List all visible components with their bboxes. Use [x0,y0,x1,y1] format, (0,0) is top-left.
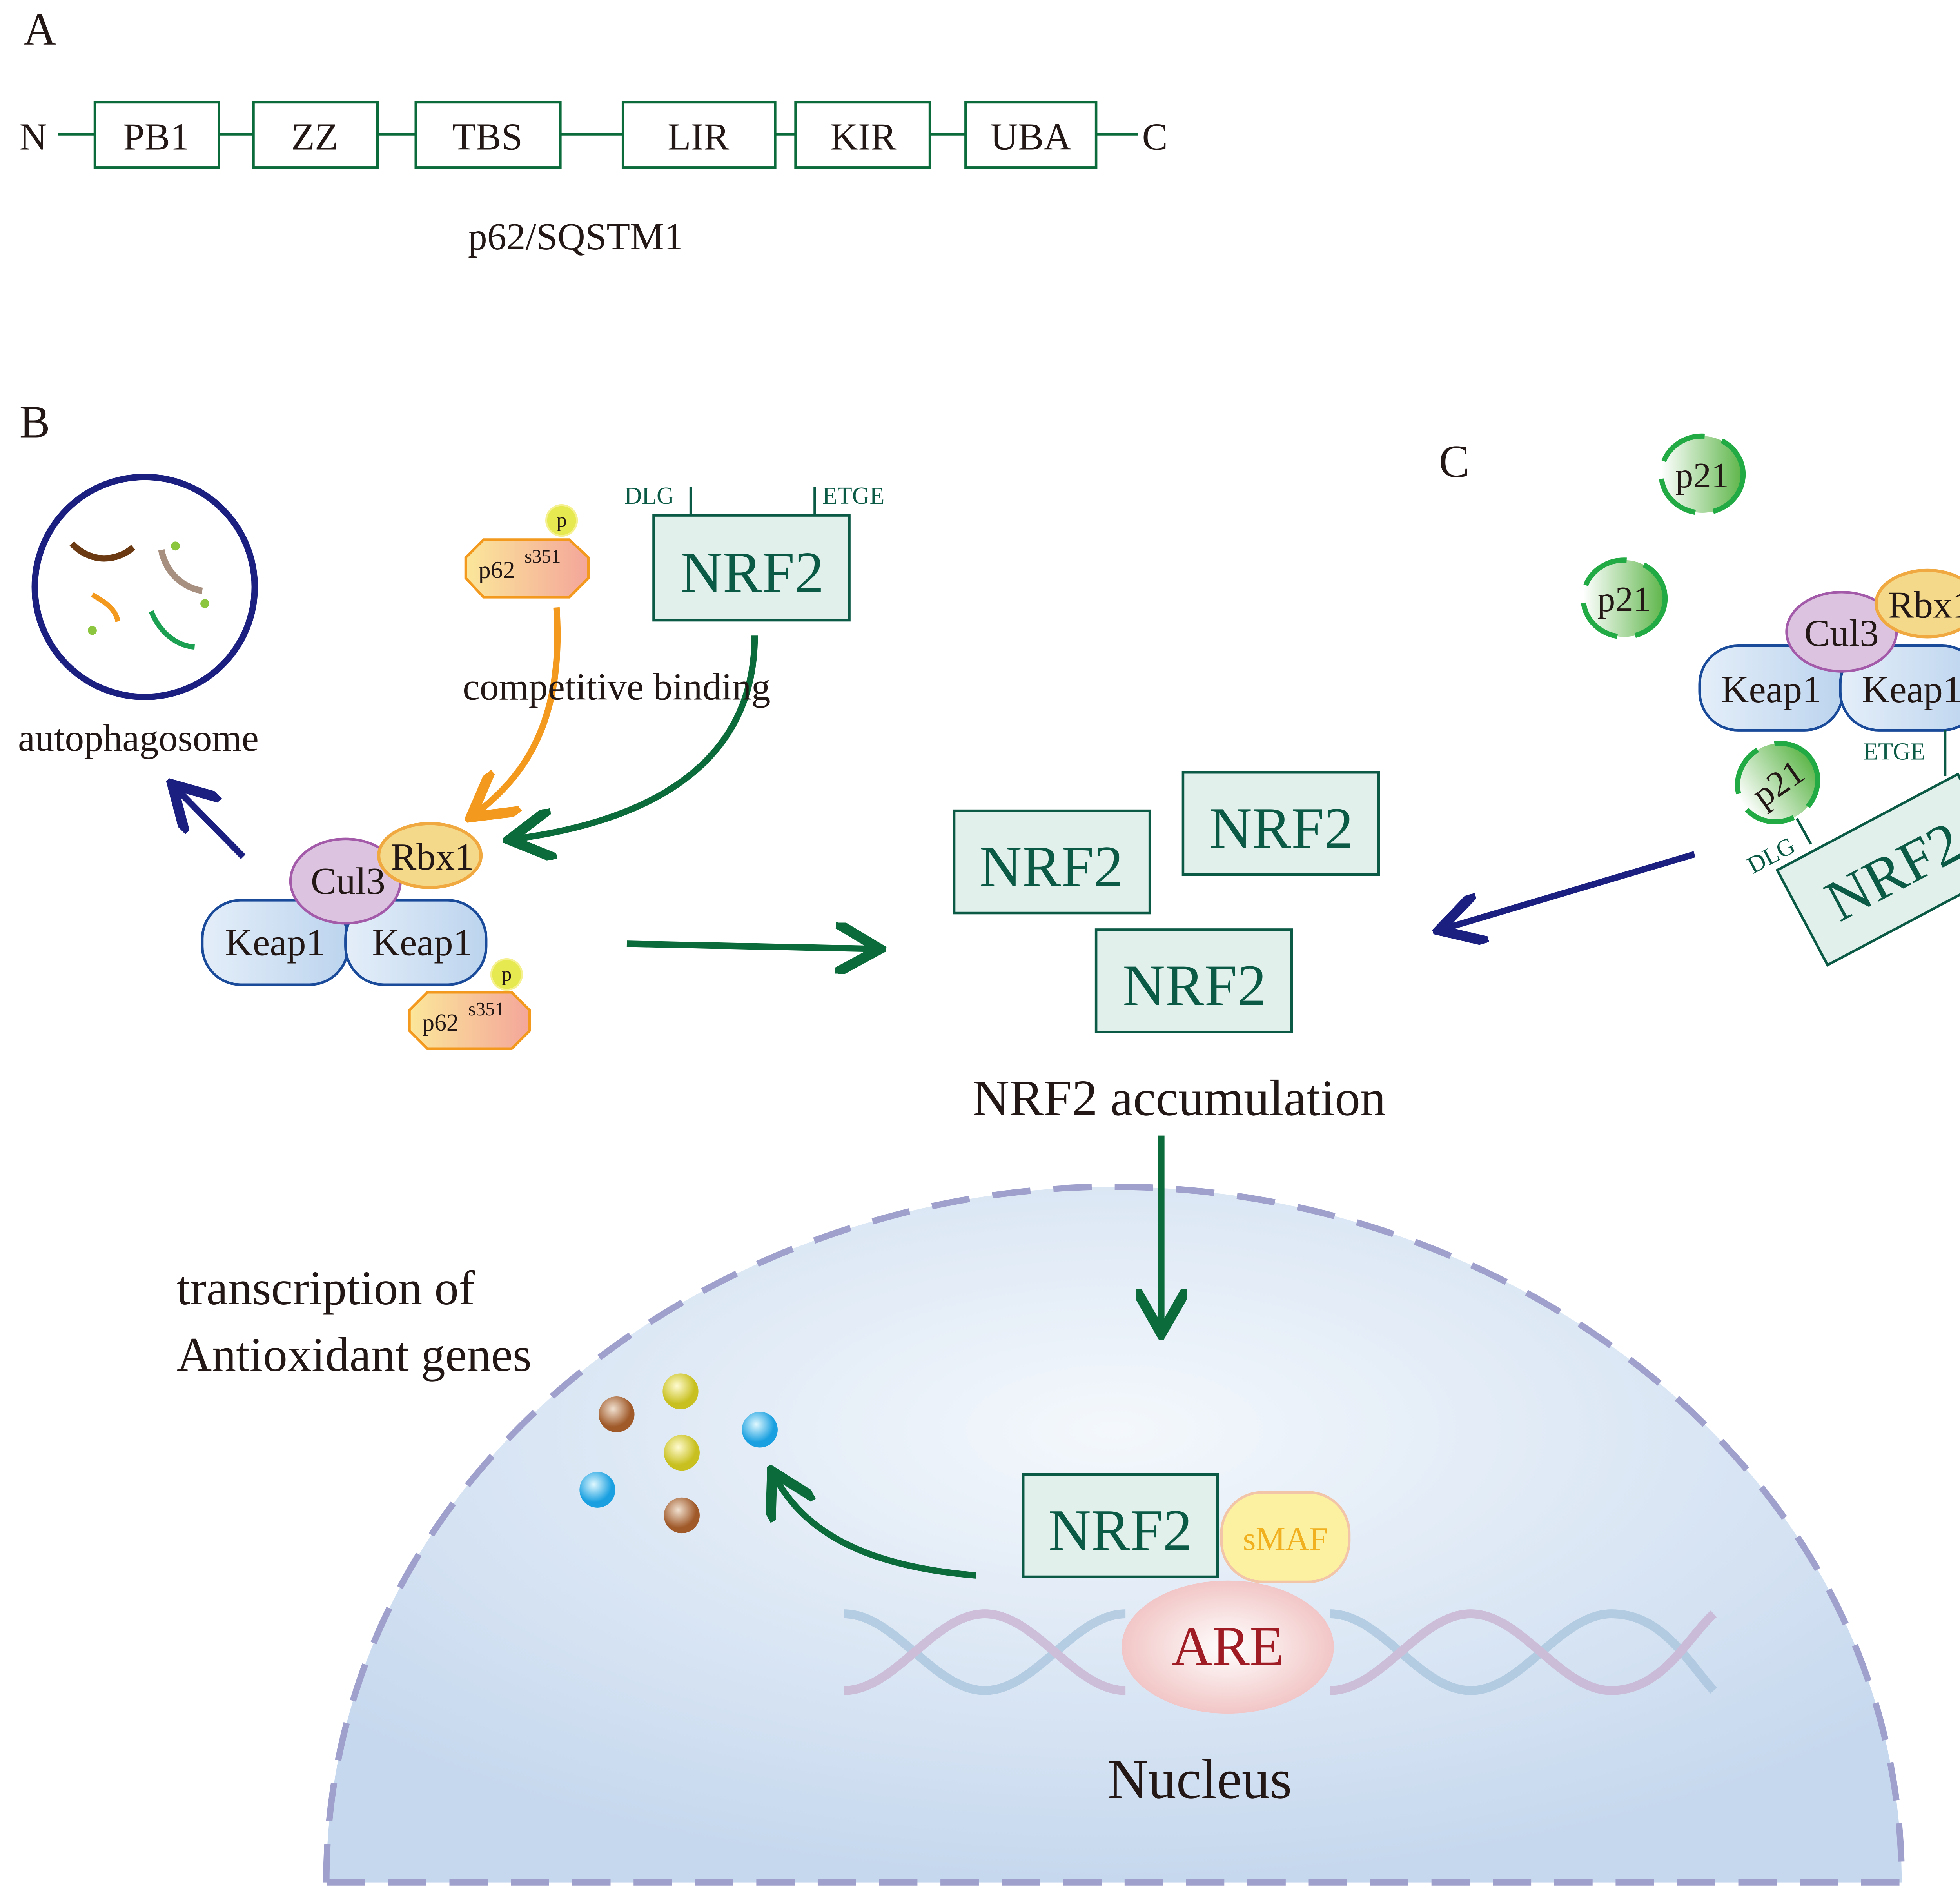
dna-helix [844,1609,1717,1695]
nrf2-binding-arrow [515,635,758,839]
are-label: ARE [1172,1615,1284,1678]
svg-text:NRF2: NRF2 [1210,796,1354,861]
transcription-label-1: transcription of [177,1261,475,1315]
domain-tbs: TBS [414,101,562,169]
svg-text:p21: p21 [1597,579,1651,619]
domain-pb1: PB1 [93,101,220,169]
nuclear-nrf2: NRF2 [1022,1473,1219,1578]
accumulation-label: NRF2 accumulation [973,1070,1386,1126]
svg-text:NRF2: NRF2 [680,540,824,605]
svg-text:Cul3: Cul3 [311,860,385,902]
svg-text:Cul3: Cul3 [1804,612,1879,654]
panel-b-label: B [20,397,50,448]
svg-text:p21: p21 [1675,456,1729,495]
transcription-label-2: Antioxidant genes [177,1328,532,1382]
svg-text:p: p [501,963,512,986]
nrf2-box: NRF2 [1094,928,1293,1033]
p62-binding-arrow [476,607,561,813]
svg-text:p62: p62 [422,1009,459,1036]
domain-kir: KIR [794,101,931,169]
domain-zz: ZZ [252,101,379,169]
svg-text:UBA: UBA [990,116,1071,158]
svg-text:p: p [557,509,567,532]
domain-lir: LIR [621,101,777,169]
svg-text:p62: p62 [479,557,515,583]
etge-motif: ETGE [822,483,884,509]
svg-text:s351: s351 [468,998,505,1020]
p21-protein: p21 [1581,557,1668,639]
competitive-binding-label: competitive binding [463,666,770,708]
svg-text:ZZ: ZZ [291,116,338,158]
phosphate-group [545,504,578,537]
are-element [1122,1580,1334,1714]
svg-text:Keap1: Keap1 [1862,668,1960,711]
antioxidant-product-dot [579,1472,615,1508]
nrf2-box: NRF2 [1181,771,1380,876]
svg-text:PB1: PB1 [123,116,189,158]
keap1-complex-b: Keap1 Keap1 Cul3 Rbx1 p62 s351 p [201,822,531,1050]
svg-text:NRF2: NRF2 [1049,1498,1192,1563]
svg-text:Keap1: Keap1 [225,922,325,964]
svg-text:Rbx1: Rbx1 [391,836,474,878]
svg-text:TBS: TBS [452,116,523,158]
p21-bound: p21 [1735,741,1820,824]
antioxidant-product-dot [664,1434,700,1471]
panel-a-label: A [23,4,56,55]
smaf-protein [1220,1491,1351,1583]
release-arrow [626,944,874,949]
svg-text:Rbx1: Rbx1 [1888,584,1960,626]
free-nrf2: DLG ETGE NRF2 [624,483,884,622]
svg-text:NRF2: NRF2 [1123,953,1267,1018]
p21-release-arrow [1445,851,1696,928]
antioxidant-product-dot [599,1396,635,1432]
etge-motif: ETGE [1863,739,1925,765]
nucleus-label: Nucleus [1107,1748,1292,1810]
panel-c: C p21 p21 Keap1 Keap1 Cul3 Rbx1 ETGE NRF… [1439,433,1960,967]
dlg-motif: DLG [624,483,674,509]
smaf-label: sMAF [1243,1520,1328,1557]
svg-text:LIR: LIR [668,116,730,158]
c-terminus: C [1142,116,1168,158]
svg-text:KIR: KIR [830,116,897,158]
protein-name: p62/SQSTM1 [468,216,683,258]
nucleus: transcription of Antioxidant genes ARE s… [177,1183,1905,1886]
free-p62-phospho: p62 s351 p [464,504,590,599]
domain-uba: UBA [964,101,1098,169]
svg-text:Keap1: Keap1 [1721,668,1821,711]
panel-a: A N C PB1 ZZ TBS LIR KIR UBA p62/SQSTM1 [20,4,1168,258]
to-autophagosome-arrow [177,789,246,859]
antioxidant-product-dot [742,1412,778,1448]
svg-text:Keap1: Keap1 [372,922,472,964]
nrf2-accumulation: NRF2 NRF2 NRF2 NRF2 accumulation [953,771,1386,1327]
n-terminus: N [20,116,47,158]
transcription-arrow [775,1477,976,1579]
autophagosome-label: autophagosome [18,717,259,759]
autophagosome-vesicle [31,474,258,700]
svg-text:NRF2: NRF2 [980,834,1123,899]
nrf2-box: NRF2 [953,809,1151,915]
p21-protein: p21 [1659,433,1746,516]
antioxidant-product-dot [662,1373,699,1409]
svg-text:s351: s351 [524,545,561,567]
antioxidant-product-dot [664,1497,700,1534]
panel-c-label: C [1439,436,1469,487]
keap1-complex-c: Keap1 Keap1 Cul3 Rbx1 [1698,568,1960,732]
